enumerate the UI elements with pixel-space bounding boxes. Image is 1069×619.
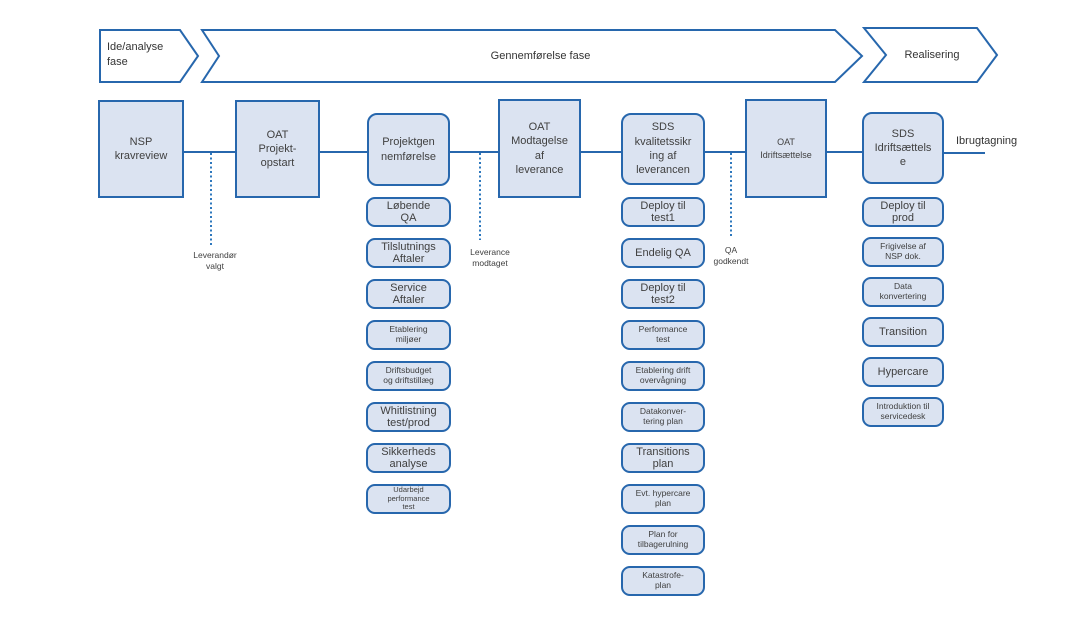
phase-arrow-realisering: [861, 27, 999, 83]
phase-banner-band: [99, 27, 999, 83]
task-plan-for-tilbagerulning: Plan for tilbagerulning: [621, 525, 705, 555]
connector-line: [184, 151, 235, 153]
stage-oat-modtagelse-af-leverance: OAT Modtagelse af leverance: [498, 99, 581, 198]
phase-arrow-ide-analyse: [99, 29, 200, 83]
task-katastrofeplan: Katastrofe- plan: [621, 566, 705, 596]
task-deploy-til-test1: Deploy til test1: [621, 197, 705, 227]
task-column-projektgennemfoerelse: Løbende QA Tilslutnings Aftaler Service …: [366, 197, 451, 514]
task-transition: Transition: [862, 317, 944, 347]
task-tilslutnings-aftaler: Tilslutnings Aftaler: [366, 238, 451, 268]
task-hypercare: Hypercare: [862, 357, 944, 387]
milestone-dotted-line: [210, 153, 212, 246]
stage-sds-kvalitetssikring: SDS kvalitetssikr ing af leverancen: [621, 113, 705, 185]
milestone-dotted-line: [730, 153, 732, 238]
outcome-label-ibrugtagning: Ibrugtagning: [956, 135, 1018, 147]
phase-label-realisering: Realisering: [904, 49, 960, 61]
task-datakonvertering-plan: Datakonver- tering plan: [621, 402, 705, 432]
task-sikkerhedsanalyse: Sikkerheds analyse: [366, 443, 451, 473]
task-data-konvertering: Data konvertering: [862, 277, 944, 307]
task-loebende-qa: Løbende QA: [366, 197, 451, 227]
task-udarbejd-performance-test: Udarbejd performance test: [366, 484, 451, 514]
task-whitlistning: Whitlistning test/prod: [366, 402, 451, 432]
task-introduktion-til-servicedesk: Introduktion til servicedesk: [862, 397, 944, 427]
stage-oat-projektopstart: OAT Projekt- opstart: [235, 100, 320, 198]
task-column-sds-kvalitetssikring: Deploy til test1 Endelig QA Deploy til t…: [621, 197, 705, 596]
stage-projektgennemfoerelse: Projektgen nemførelse: [367, 113, 450, 186]
phase-arrow-gennemfoerelse: [200, 29, 864, 83]
task-deploy-til-prod: Deploy til prod: [862, 197, 944, 227]
task-deploy-til-test2: Deploy til test2: [621, 279, 705, 309]
connector-line: [827, 151, 862, 153]
milestone-label-leverandoer-valgt: Leverandør valgt: [193, 250, 237, 272]
connector-line: [581, 151, 621, 153]
phase-label-ide-analyse: Ide/analyse fase: [107, 41, 164, 68]
task-driftsbudget: Driftsbudget og driftstillæg: [366, 361, 451, 391]
milestone-label-qa-godkendt: QA godkendt: [713, 245, 749, 267]
task-frigivelse-af-nsp-dok: Frigivelse af NSP dok.: [862, 237, 944, 267]
task-column-sds-idriftsaettelse: Deploy til prod Frigivelse af NSP dok. D…: [862, 197, 944, 427]
task-evt-hypercare-plan: Evt. hypercare plan: [621, 484, 705, 514]
connector-line-ibrugtagning: [944, 152, 985, 154]
connector-line: [450, 151, 498, 153]
milestone-label-leverance-modtaget: Leverance modtaget: [470, 247, 510, 269]
stage-sds-idriftsaettelse: SDS Idriftsættels e: [862, 112, 944, 184]
connector-line: [705, 151, 745, 153]
milestone-dotted-line: [479, 153, 481, 240]
phase-label-gennemfoerelse: Gennemførelse fase: [490, 50, 591, 62]
connector-line: [320, 151, 367, 153]
task-service-aftaler: Service Aftaler: [366, 279, 451, 309]
task-endelig-qa: Endelig QA: [621, 238, 705, 268]
task-etablering-drift-overvaagning: Etablering drift overvågning: [621, 361, 705, 391]
stage-nsp-kravreview: NSP kravreview: [98, 100, 184, 198]
task-transitions-plan: Transitions plan: [621, 443, 705, 473]
task-performance-test: Performance test: [621, 320, 705, 350]
task-etablering-miljoeer: Etablering miljøer: [366, 320, 451, 350]
stage-oat-idriftsaettelse: OAT Idriftsættelse: [745, 99, 827, 198]
